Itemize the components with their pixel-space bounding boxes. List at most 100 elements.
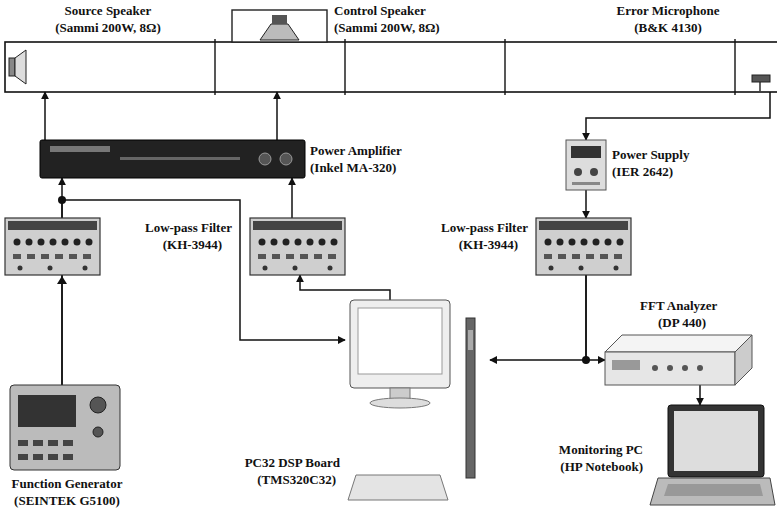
source-speaker-symbol [9, 50, 26, 84]
source-speaker-symbol [15, 50, 26, 84]
control-speaker-symbol [232, 10, 327, 42]
power-supply-device [590, 168, 598, 176]
signal-wire [586, 275, 605, 360]
dsp-computer-device [370, 398, 430, 408]
power-amplifier-device [120, 157, 240, 160]
power-amplifier-device [259, 153, 271, 165]
notebook-pc-device [668, 405, 764, 477]
device-name: Power Supply [612, 147, 689, 162]
function-generator-device [48, 440, 58, 446]
notebook-pc-device [674, 411, 758, 471]
signal-wire [291, 178, 293, 218]
device-name: Error Microphone [617, 3, 720, 18]
arrow-head [57, 276, 67, 284]
function-generator-device [48, 454, 58, 460]
fft-analyzer-device [612, 360, 640, 370]
dsp-computer-device [350, 300, 450, 388]
equipment-node: FFT Analyzer(DP 440) [605, 335, 752, 385]
device-model: (IER 2642) [612, 164, 673, 179]
device-model: (B&K 4130) [634, 20, 702, 35]
device-name: Low-pass Filter [145, 220, 232, 235]
equipment-node: Power Amplifier(Inkel MA-320) [40, 140, 305, 178]
function-generator-device [10, 385, 120, 470]
equipment-node: Low-pass Filter(KH-3944) [536, 218, 631, 275]
fft-analyzer-device [605, 352, 735, 385]
equipment-node: Power Supply(IER 2642) [566, 140, 606, 190]
control-speaker-symbol [260, 24, 299, 40]
signal-wire [585, 190, 587, 218]
device-model: (HP Notebook) [560, 459, 643, 474]
function-generator-device [10, 385, 120, 470]
power-amplifier-device [280, 153, 292, 165]
function-generator-device [18, 440, 28, 446]
device-name: Control Speaker [334, 3, 426, 18]
control-speaker-symbol [232, 10, 327, 42]
device-model: (Inkel MA-320) [310, 160, 396, 175]
duct [5, 42, 777, 92]
equipment-node: Source Speaker(Sammi 200W, 8Ω) [8, 42, 58, 92]
microphone-symbol [759, 82, 760, 91]
device-name: Function Generator [12, 476, 123, 491]
function-generator-device [63, 454, 73, 460]
function-generator-device [33, 454, 43, 460]
signal-wire [44, 92, 46, 140]
signal-wire [62, 200, 345, 385]
dsp-computer-device [468, 330, 473, 350]
source-speaker-symbol [9, 58, 15, 76]
dsp-computer-device [348, 300, 475, 500]
equipment-node: Function Generator(SEINTEK G5100) [10, 385, 120, 470]
duct [214, 39, 215, 95]
junction-dot [582, 356, 590, 364]
device-model: (KH-3944) [163, 237, 222, 252]
fft-analyzer-device [652, 365, 658, 371]
power-amplifier-device [40, 140, 305, 178]
device-model: (DP 440) [658, 315, 706, 330]
signal-wire [276, 92, 278, 140]
device-model: (KH-3944) [459, 237, 518, 252]
power-supply-device [572, 182, 600, 185]
control-speaker-symbol [272, 15, 287, 24]
power-supply-device [566, 140, 606, 190]
duct [504, 39, 505, 95]
low-pass-filter-device [536, 218, 631, 275]
signal-wire [300, 275, 390, 300]
function-generator-device [33, 440, 43, 446]
signal-wire [586, 92, 770, 140]
equipment-node: Error Microphone(B&K 4130) [690, 42, 775, 92]
fft-analyzer-device [682, 365, 688, 371]
device-name: PC32 DSP Board [245, 455, 340, 470]
equipment-node: Control Speaker(Sammi 200W, 8Ω) [228, 8, 330, 92]
microphone-symbol [752, 75, 770, 82]
fft-analyzer-device [667, 365, 673, 371]
low-pass-filter-device [5, 218, 100, 275]
equipment-node: Low-pass Filter(KH-3944) [250, 218, 345, 275]
device-model: (TMS320C32) [257, 472, 336, 487]
dsp-computer-device [358, 308, 442, 374]
power-supply-device [571, 146, 601, 158]
signal-wire [490, 275, 586, 360]
power-amplifier-device [40, 140, 305, 178]
device-model: (Sammi 200W, 8Ω) [55, 20, 161, 35]
equipment-node: PC32 DSP Board(TMS320C32) [345, 300, 490, 505]
device-name: Source Speaker [65, 3, 152, 18]
junction-dot [58, 196, 66, 204]
power-amplifier-device [50, 146, 110, 152]
notebook-pc-device [650, 405, 775, 505]
dsp-computer-device [348, 475, 448, 500]
power-supply-device [574, 168, 582, 176]
duct [734, 39, 735, 95]
device-model: (SEINTEK G5100) [14, 493, 120, 508]
duct [344, 39, 345, 95]
low-pass-filter-device [250, 218, 345, 275]
equipment-node: Monitoring PC(HP Notebook) [648, 405, 775, 505]
device-name: Power Amplifier [310, 143, 402, 158]
notebook-pc-device [650, 478, 775, 505]
fft-analyzer-device [605, 335, 752, 385]
function-generator-device [90, 397, 106, 413]
function-generator-device [93, 427, 103, 437]
power-supply-device [566, 140, 606, 190]
device-model: (Sammi 200W, 8Ω) [334, 20, 440, 35]
function-generator-device [18, 395, 76, 427]
